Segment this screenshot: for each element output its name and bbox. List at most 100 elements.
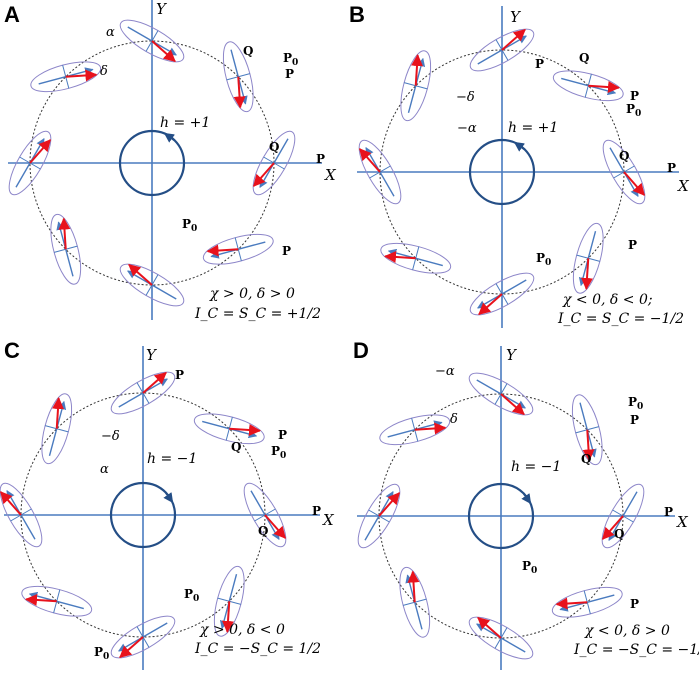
- polarization-ellipse-group: [468, 616, 534, 660]
- y-axis-label: Y: [146, 346, 158, 364]
- polarization-ellipse-group: [468, 372, 534, 416]
- p-vector-arrow: [582, 429, 595, 462]
- p-vector-arrow: [222, 601, 234, 633]
- vector-label-p0-lower: P0: [536, 251, 551, 268]
- x-axis-label: X: [324, 166, 337, 184]
- helicity-ring: [109, 481, 177, 549]
- angle-label-neg-alpha: −α: [435, 364, 455, 379]
- y-axis-label: Y: [510, 8, 522, 26]
- polarization-ellipse-group: [469, 28, 535, 72]
- p-vector-arrow: [602, 515, 624, 540]
- polarization-ellipse: [572, 222, 604, 294]
- p-vector-arrow: [477, 617, 502, 639]
- p-vector-arrow: [555, 597, 588, 610]
- polarization-ellipse-group: [8, 130, 52, 196]
- vector-label-q: Q: [231, 440, 241, 454]
- polarization-ellipse-group: [572, 222, 604, 294]
- panel-d: D X Y h = −1 −α δ χ < 0, δ > 0 I_C = −S_…: [353, 338, 699, 670]
- panel-b-geometry: [357, 6, 679, 328]
- polarization-ellipse-group: [41, 393, 73, 465]
- helicity-ring: [468, 138, 536, 206]
- vector-label-p: P: [278, 428, 287, 442]
- vector-label-p-lower: P: [628, 238, 637, 252]
- helicity-label: h = −1: [511, 459, 561, 475]
- helicity-ring-arrow: [513, 141, 526, 152]
- p-vector-arrow: [151, 40, 176, 62]
- p-vector-arrow: [25, 594, 57, 606]
- vector-label-p-right: P: [664, 505, 673, 519]
- p-vector-arrow: [407, 570, 420, 603]
- y-axis-label: Y: [506, 346, 518, 364]
- vector-label-q-right: Q: [258, 524, 268, 538]
- angle-label-delta: δ: [100, 64, 108, 79]
- polarization-ellipse-group: [571, 394, 603, 466]
- p-vector-arrow: [411, 54, 423, 86]
- angle-label-neg-alpha: −α: [457, 121, 477, 136]
- p-vector-arrow: [119, 636, 144, 658]
- p-vector-arrow: [52, 397, 64, 429]
- p-vector-arrow: [264, 514, 286, 539]
- p-vector-arrow: [253, 162, 275, 187]
- polarization-ellipse-group: [243, 482, 287, 548]
- vector-label-p: P: [630, 89, 639, 103]
- x-axis-label: X: [677, 177, 690, 195]
- condition-line-2: I_C = −S_C = 1/2: [194, 641, 321, 657]
- condition-line-2: I_C = −S_C = −1/2: [573, 642, 699, 658]
- polarization-ellipse-group: [202, 233, 274, 265]
- polarization-ellipse-group: [379, 414, 451, 446]
- polarization-ellipse: [551, 586, 623, 618]
- p-vector-arrow: [478, 293, 503, 315]
- polarization-ellipse-group: [552, 70, 624, 102]
- polarization-ellipse-group: [358, 139, 402, 205]
- vector-label-p0: P0: [626, 102, 641, 119]
- vector-label-p0: P0: [271, 444, 286, 461]
- panel-b: B X Y h = +1 −δ −α χ < 0, δ < 0; I_C = S…: [349, 2, 690, 328]
- polarization-ellipse-group: [252, 130, 296, 196]
- polarization-ellipse: [601, 483, 645, 549]
- p-vector-arrow: [65, 69, 98, 82]
- helicity-label: h = +1: [160, 115, 210, 131]
- panel-d-geometry: [357, 346, 675, 670]
- vector-label-p-top: P: [175, 368, 184, 382]
- polarization-ellipse-group: [50, 213, 82, 285]
- polarization-ellipse: [213, 565, 245, 637]
- angle-label-neg-delta: −δ: [101, 429, 120, 444]
- vector-label-q: Q: [243, 44, 253, 58]
- x-axis-label: X: [676, 513, 689, 531]
- vector-label-p0-lower: P0: [182, 217, 197, 234]
- polarization-ellipse-group: [602, 139, 646, 205]
- angle-label-neg-delta: −δ: [456, 90, 475, 105]
- polarization-ellipse-group: [0, 482, 43, 548]
- angle-label-alpha: α: [106, 25, 115, 40]
- helicity-ring-arrow: [163, 132, 176, 143]
- helicity-label: h = −1: [147, 451, 197, 467]
- polarization-ellipse-group: [30, 61, 102, 93]
- vector-label-p0-lower: P0: [522, 559, 537, 576]
- vector-label-p: P: [630, 413, 639, 427]
- vector-label-q: Q: [581, 452, 591, 466]
- polarization-ellipse-group: [399, 566, 431, 638]
- helicity-ring-arrow: [521, 492, 532, 505]
- polarization-ellipse-group: [601, 483, 645, 549]
- p-vector-arrow: [623, 171, 645, 196]
- condition-line-1: χ < 0, δ < 0;: [562, 292, 653, 308]
- polarization-ellipse-group: [110, 371, 176, 415]
- p-vector-arrow: [581, 258, 593, 290]
- p-vector-arrow: [0, 491, 22, 516]
- vector-label-q-right: Q: [614, 527, 624, 541]
- angle-label-delta: δ: [450, 412, 458, 427]
- panel-label: B: [349, 2, 365, 27]
- condition-line-1: χ < 0, δ > 0: [584, 623, 670, 639]
- polarization-ellipse-group: [21, 585, 93, 617]
- p-vector-arrow: [233, 76, 246, 109]
- polarization-ellipse-group: [119, 19, 185, 63]
- vector-label-p0: P0: [628, 395, 643, 412]
- polarization-ellipse: [571, 394, 603, 466]
- vector-label-p-lower: P: [630, 597, 639, 611]
- condition-line-2: I_C = S_C = −1/2: [557, 311, 684, 327]
- condition-line-1: χ > 0, δ > 0: [209, 286, 295, 302]
- helicity-ring: [467, 482, 535, 550]
- panel-c: C X Y h = −1 −δ α χ > 0, δ < 0 I_C = −S_…: [0, 338, 335, 670]
- panel-a-geometry: [8, 0, 322, 320]
